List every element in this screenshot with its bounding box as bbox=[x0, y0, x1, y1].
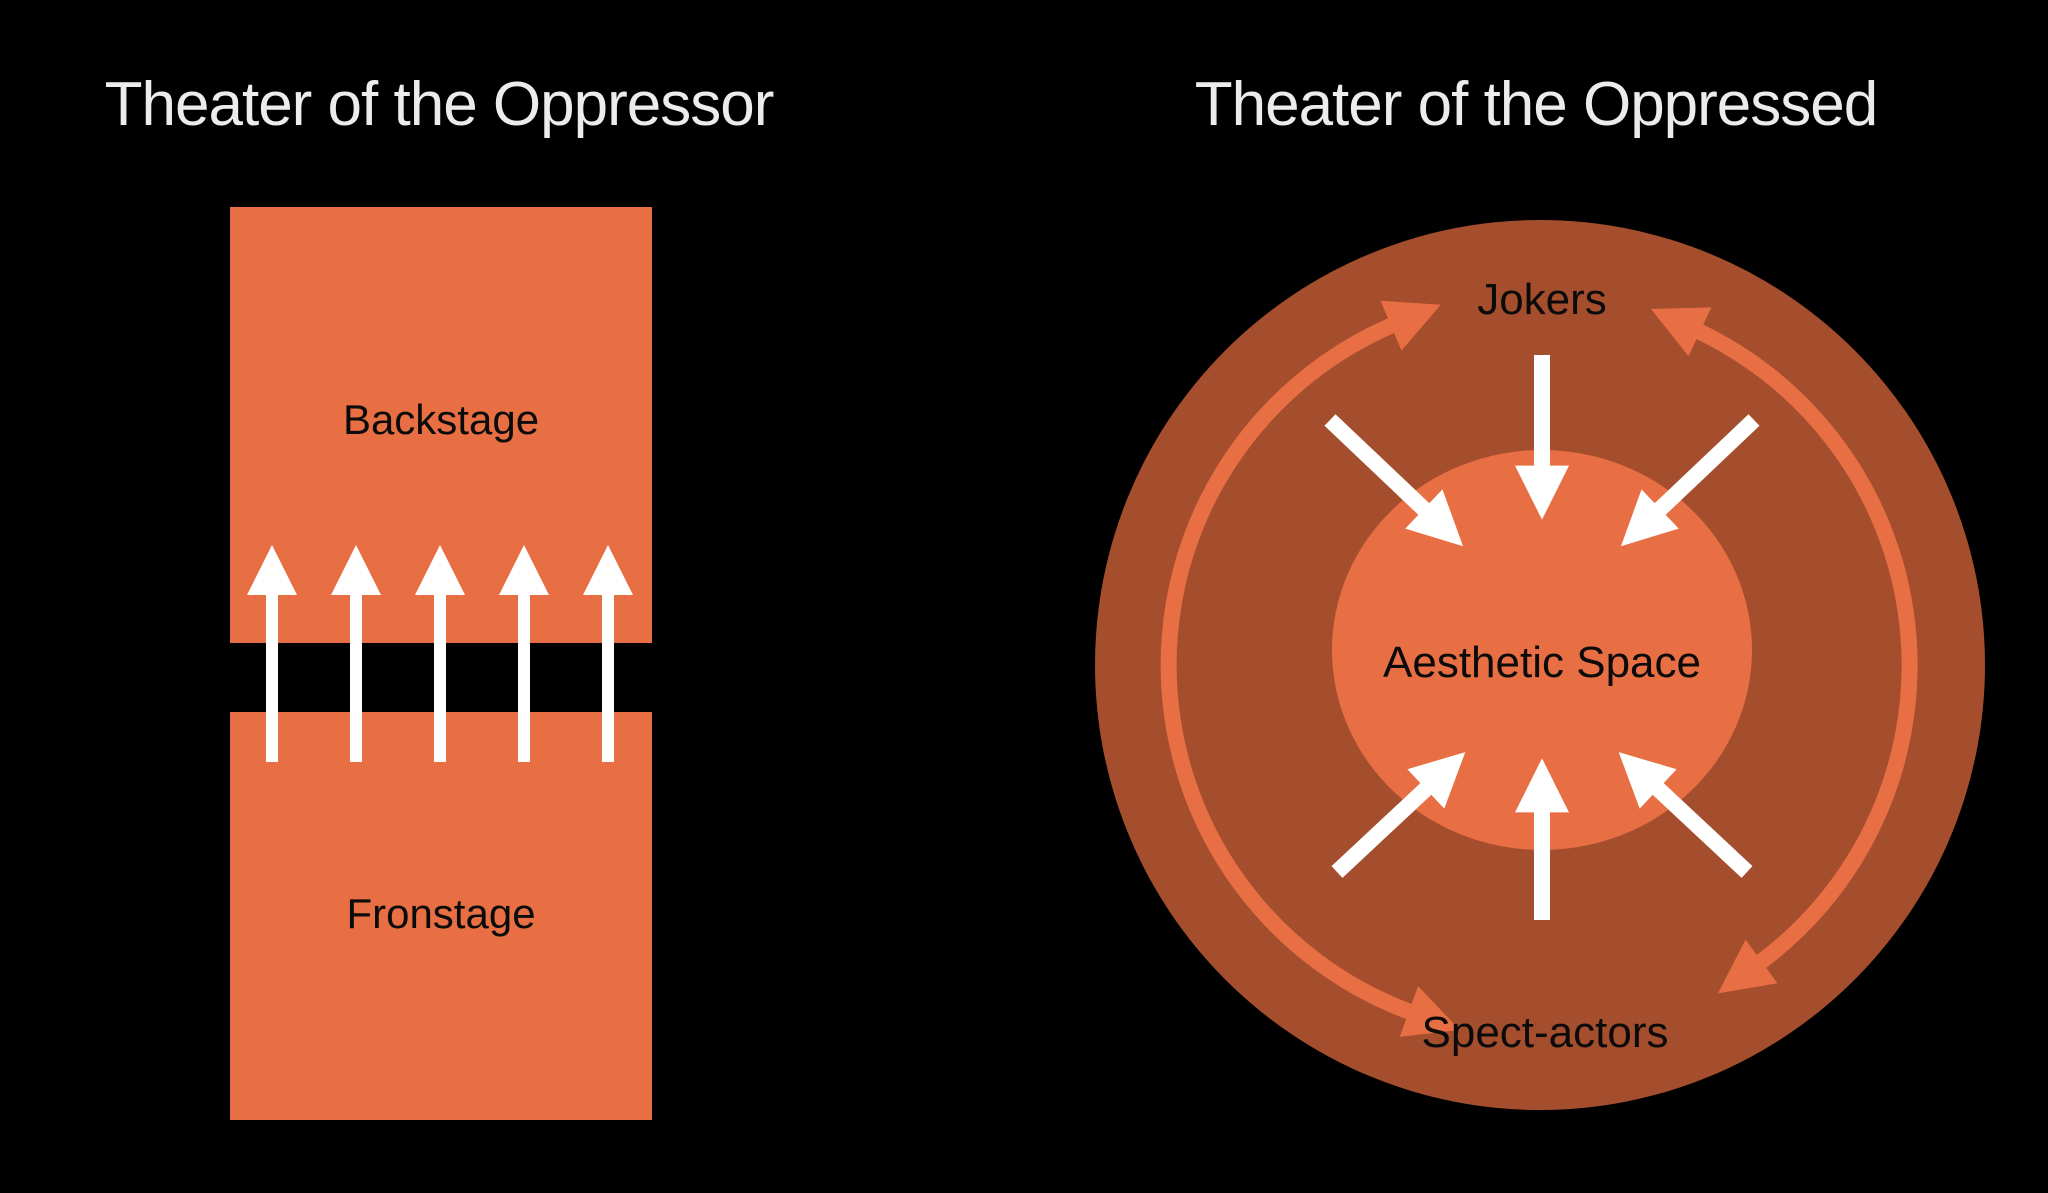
aesthetic-space-label: Aesthetic Space bbox=[1383, 638, 1701, 687]
spect-actors-label: Spect-actors bbox=[1421, 1008, 1669, 1057]
frontstage-label: Fronstage bbox=[346, 890, 536, 937]
inward-arrow-icon bbox=[1618, 752, 1753, 878]
left-title: Theater of the Oppressor bbox=[104, 70, 775, 139]
inward-arrow-icon bbox=[1620, 414, 1760, 547]
curved-double-arrow-icon bbox=[1650, 307, 1918, 994]
curved-double-arrow-icon bbox=[1160, 300, 1460, 1037]
stage-flow-arrows bbox=[247, 545, 633, 762]
frontstage-rect bbox=[230, 712, 652, 1120]
inward-arrow-icon bbox=[1331, 752, 1466, 878]
backstage-label: Backstage bbox=[342, 396, 540, 443]
inward-arrow-icon bbox=[1324, 414, 1464, 547]
convergence-arrows bbox=[1324, 355, 1760, 920]
right-title: Theater of the Oppressed bbox=[1194, 70, 1879, 139]
jokers-label: Jokers bbox=[1477, 275, 1607, 324]
circulation-arcs bbox=[1160, 300, 1918, 1037]
